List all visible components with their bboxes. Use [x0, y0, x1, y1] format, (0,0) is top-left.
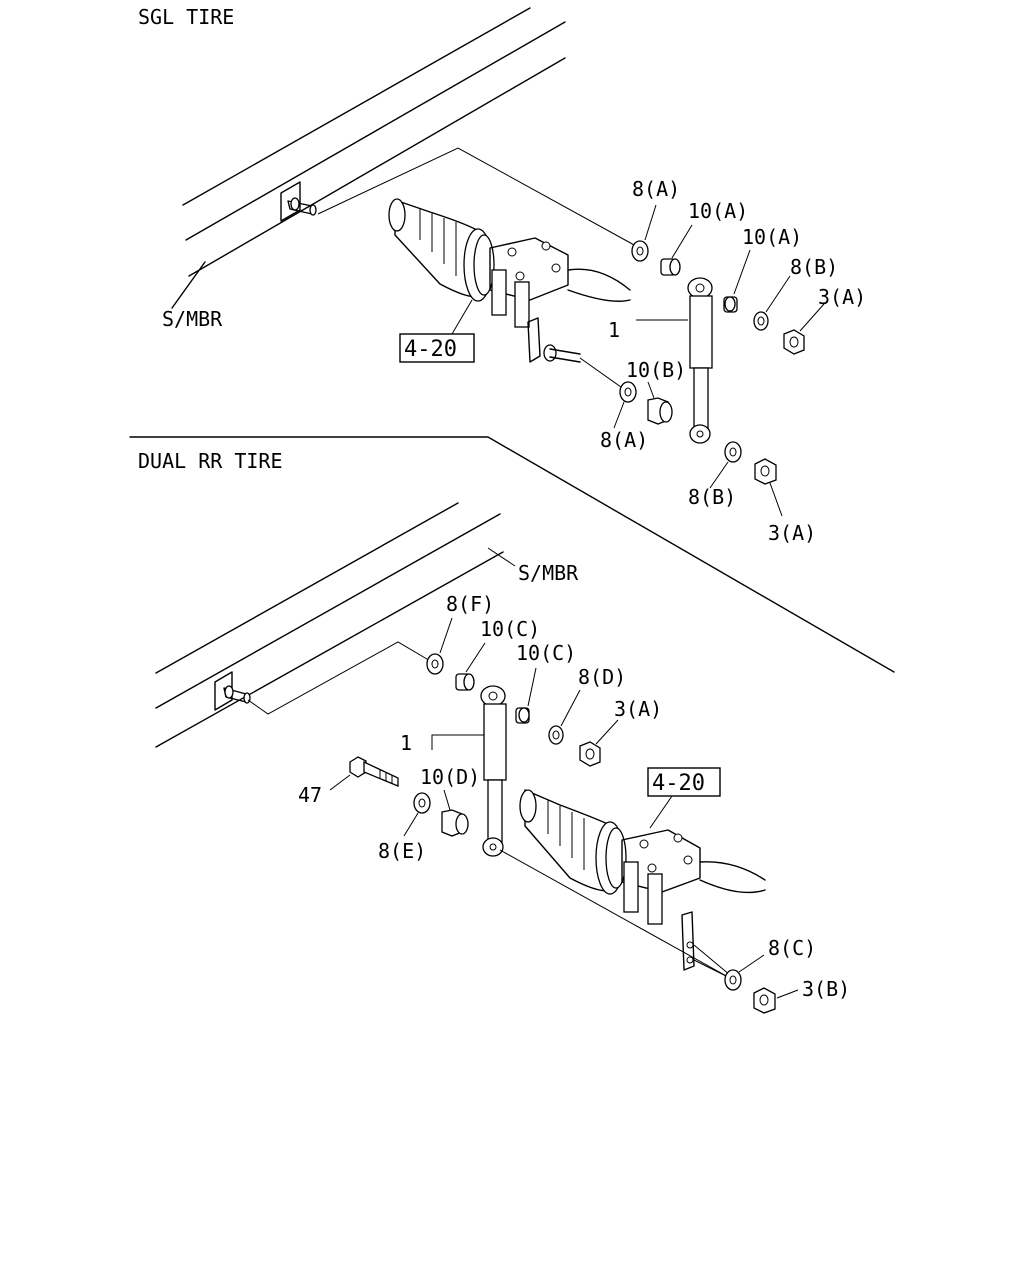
- centerline-lower-dual: [499, 849, 731, 979]
- washer-8f: [426, 617, 453, 675]
- ref-box-dual: 4-20: [647, 767, 721, 829]
- centerline-upper-dual: [247, 641, 433, 715]
- label-3a-bottom-top: 3(A): [768, 521, 816, 545]
- washer-8b-top: [753, 275, 791, 331]
- label-10a-left-top: 10(A): [688, 199, 748, 223]
- section-title-dual: DUAL RR TIRE: [138, 449, 283, 473]
- nut-3a-dual: [579, 719, 619, 767]
- axle-housing-top: [388, 198, 631, 363]
- label-8b-top: 8(B): [790, 255, 838, 279]
- ref-box-dual-label: 4-20: [652, 771, 705, 796]
- label-absorber-dual: 1: [400, 731, 412, 755]
- shock-absorber-top: [687, 277, 713, 444]
- label-8f: 8(F): [446, 592, 494, 616]
- label-10c-right: 10(C): [516, 641, 576, 665]
- section-divider: [129, 436, 895, 673]
- label-10d: 10(D): [420, 765, 480, 789]
- bushing-10c-left: [455, 642, 486, 691]
- label-3a-dual: 3(A): [614, 697, 662, 721]
- label-10b-top: 10(B): [626, 358, 686, 382]
- label-8a-bottom-top: 8(A): [600, 428, 648, 452]
- label-absorber-top: 1: [608, 318, 620, 342]
- bushing-10b-top: [647, 381, 673, 425]
- label-10a-right-top: 10(A): [742, 225, 802, 249]
- frame-side-member-top: [171, 7, 566, 309]
- shock-absorber-dual: [480, 685, 507, 857]
- washer-8e: [403, 792, 431, 837]
- frame-label-dual: S/MBR: [518, 561, 579, 585]
- bushing-10a-left-top: [660, 224, 693, 276]
- bolt-47: [329, 756, 399, 791]
- label-3a-top: 3(A): [818, 285, 866, 309]
- washer-8b-bottom-top: [709, 441, 742, 489]
- centerline-upper-top: [317, 147, 637, 247]
- label-10c-left: 10(C): [480, 617, 540, 641]
- frame-side-member-dual: [155, 502, 516, 748]
- washer-8a-top: [631, 204, 657, 262]
- label-8b-bottom-top: 8(B): [688, 485, 736, 509]
- label-8a-top: 8(A): [632, 177, 680, 201]
- leader-absorber-dual: [431, 734, 484, 750]
- axle-housing-dual: [519, 789, 766, 979]
- label-8e: 8(E): [378, 839, 426, 863]
- ref-box-top-label: 4-20: [404, 337, 457, 362]
- label-3b: 3(B): [802, 977, 850, 1001]
- frame-label-top: S/MBR: [162, 307, 223, 331]
- bushing-10a-right-top: [723, 249, 751, 313]
- nut-3a-top: [783, 303, 825, 355]
- label-8d: 8(D): [578, 665, 626, 689]
- bushing-10c-right: [515, 667, 537, 724]
- label-8c: 8(C): [768, 936, 816, 960]
- label-47: 47: [298, 783, 322, 807]
- washer-8c: [724, 954, 765, 991]
- section-title-single: SGL TIRE: [138, 5, 234, 29]
- centerline-lower-top: [579, 357, 629, 393]
- nut-3b: [753, 987, 799, 1014]
- bushing-10d: [441, 789, 469, 837]
- washer-8a-bottom-top: [613, 381, 637, 429]
- washer-8d: [548, 689, 581, 745]
- ref-box-top: 4-20: [399, 299, 475, 363]
- nut-3a-bottom-top: [754, 458, 783, 517]
